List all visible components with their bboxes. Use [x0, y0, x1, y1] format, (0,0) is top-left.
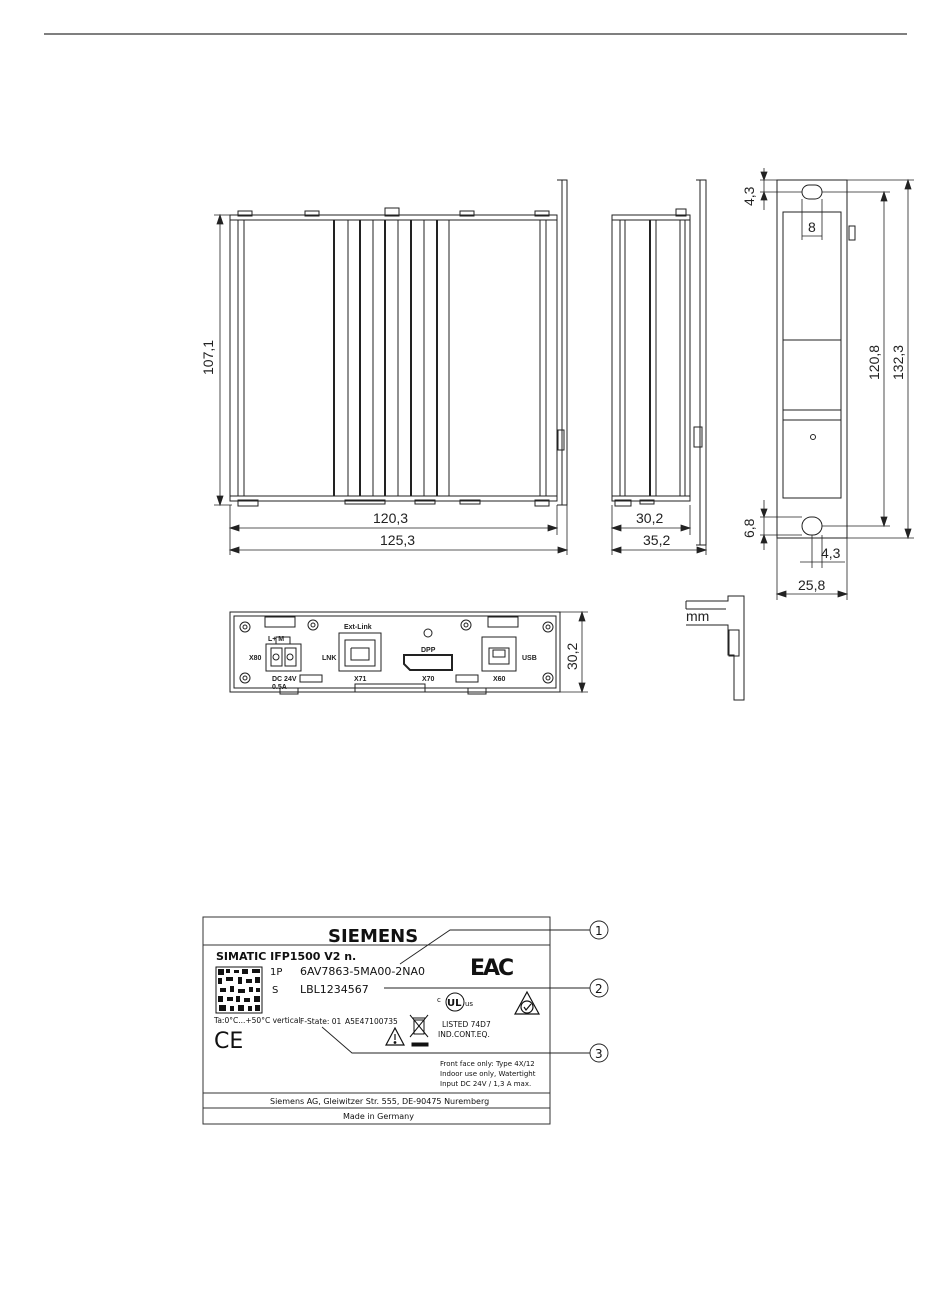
ul-category: IND.CONT.EQ. — [438, 1030, 490, 1039]
front-dimensions — [214, 213, 569, 555]
f-state: F-State: 01 — [300, 1017, 342, 1026]
dim-back-hole-width: 8 — [808, 219, 816, 235]
ul-c: c — [437, 996, 441, 1004]
label-x70: X70 — [422, 676, 435, 683]
dim-side-depth-body: 30,2 — [636, 510, 663, 526]
side-dimensions — [610, 505, 708, 555]
ul-us: us — [465, 1000, 473, 1008]
dim-front-width-total: 125,3 — [380, 532, 415, 548]
caliper-icon — [685, 595, 745, 701]
label-usb: USB — [522, 655, 537, 662]
callout-2: 2 — [595, 982, 603, 996]
unit-legend: mm — [686, 608, 709, 624]
ul-mark-text: UL — [447, 998, 462, 1009]
label-power-rating-2: 0.5A — [272, 684, 287, 691]
dim-front-width-body: 120,3 — [373, 510, 408, 526]
qr-code — [215, 966, 263, 1014]
input-rating: Input DC 24V / 1,3 A max. — [440, 1080, 531, 1088]
dim-side-depth-total: 35,2 — [643, 532, 670, 548]
ce-mark: CE — [214, 1029, 243, 1054]
back-dimensions — [760, 168, 914, 600]
dim-front-height: 107,1 — [200, 340, 216, 375]
serial-number: LBL1234567 — [300, 983, 369, 996]
doc-number: A5E47100735 — [345, 1017, 398, 1026]
back-view — [776, 179, 856, 539]
order-prefix: 1P — [270, 967, 282, 978]
dim-back-total-width: 25,8 — [798, 577, 825, 593]
dim-bottom-depth: 30,2 — [564, 643, 580, 670]
label-power-pins: L+ M — [268, 636, 284, 643]
callout-leaders — [321, 920, 609, 1063]
ul-listed: LISTED 74D7 — [442, 1020, 491, 1029]
bottom-dimensions — [560, 610, 588, 694]
dim-back-hole-offset-top: 4,3 — [741, 186, 757, 206]
dim-back-hole-spacing: 120,8 — [866, 345, 882, 380]
manufacturer-address: Siemens AG, Gleiwitzer Str. 555, DE-9047… — [270, 1097, 489, 1106]
serial-prefix: S — [272, 985, 278, 996]
indoor-rating: Indoor use only, Watertight — [440, 1070, 536, 1078]
bottom-view — [229, 611, 561, 695]
dim-back-total-height: 132,3 — [890, 345, 906, 380]
side-view — [611, 179, 707, 546]
product-name: SIMATIC IFP1500 V2 n. — [216, 950, 356, 963]
label-power-rating-1: DC 24V — [272, 676, 297, 683]
country-of-origin: Made in Germany — [343, 1112, 414, 1121]
order-number: 6AV7863-5MA00-2NA0 — [300, 965, 425, 978]
label-x71: X71 — [354, 676, 367, 683]
dim-back-hole-offset-bottom: 4,3 — [821, 545, 841, 561]
label-x60: X60 — [493, 676, 506, 683]
rcm-mark-icon — [513, 990, 541, 1015]
ul-mark-icon: UL c us — [437, 992, 473, 1012]
label-lnk: LNK — [322, 655, 336, 662]
weee-bin-icon — [409, 1014, 429, 1047]
callout-1: 1 — [595, 924, 603, 938]
rating-plate — [202, 916, 551, 1125]
label-x80: X80 — [249, 655, 262, 662]
dim-back-hole-height: 6,8 — [741, 518, 757, 538]
eac-mark: EAC — [470, 956, 513, 981]
label-dpp: DPP — [421, 647, 436, 654]
label-ext-link: Ext-Link — [344, 624, 372, 631]
brand-logo: SIEMENS — [328, 926, 418, 947]
warning-icon — [385, 1026, 405, 1046]
front-view — [229, 179, 568, 507]
front-face-rating: Front face only: Type 4X/12 — [440, 1060, 535, 1068]
callout-3: 3 — [595, 1047, 603, 1061]
temperature-range: Ta:0°C...+50°C vertical — [213, 1016, 301, 1025]
